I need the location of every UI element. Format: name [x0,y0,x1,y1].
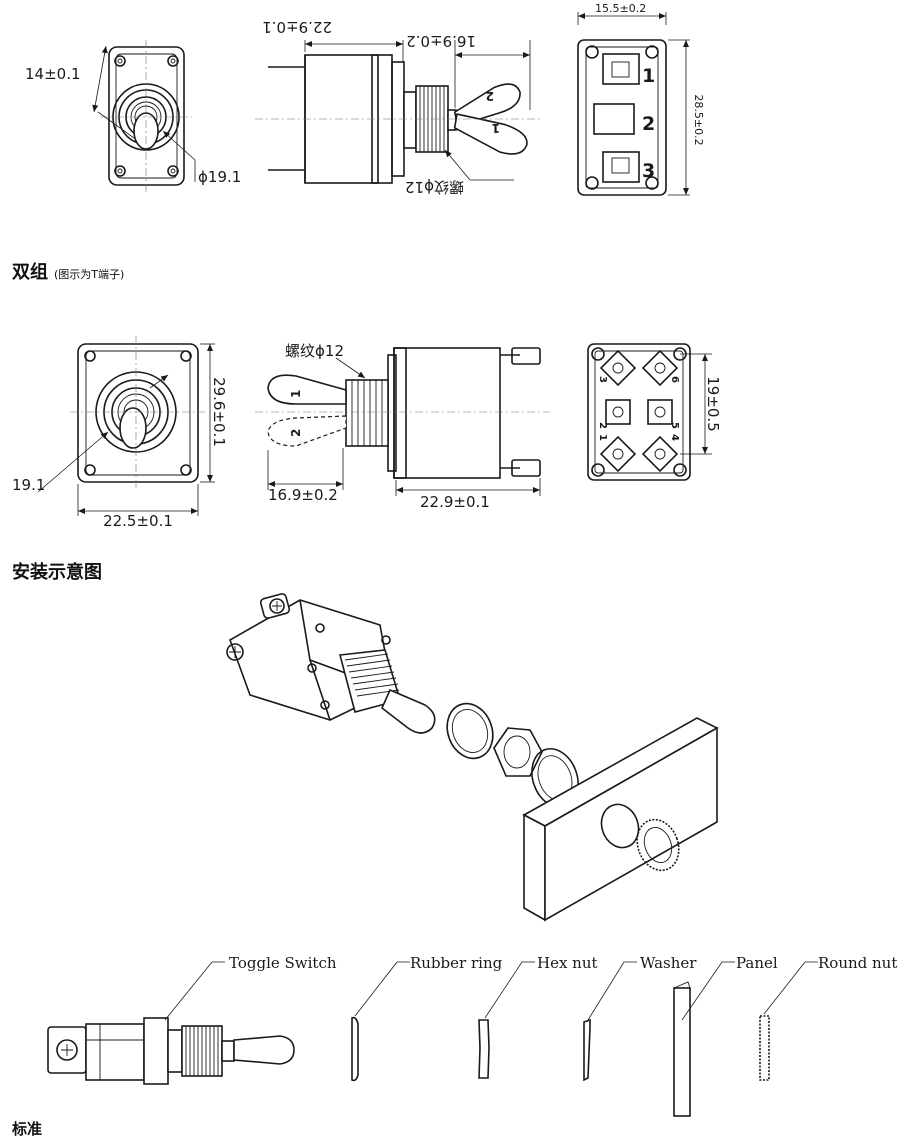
round-nut-icon [636,818,680,872]
screw-icon [585,45,659,190]
part-label-round-nut: Round nut [818,954,897,972]
part-label-hex-nut: Hex nut [537,954,598,972]
screw-icon [591,347,687,477]
thread-label: 螺纹ϕ12 [405,178,464,196]
lever-label: 2 [289,429,303,437]
dim-width: 14±0.1 [25,65,81,83]
dim-back-height: 28.5±0.2 [692,94,705,145]
pin-label: 1 [597,434,608,441]
rubber-ring-icon [446,702,494,760]
pin-label: 1 [642,65,655,87]
screw-icon [84,350,192,476]
part-label-panel: Panel [736,954,778,972]
dim-body-length: 22.9±0.1 [420,493,490,511]
panel-part [673,981,691,1117]
screw-icon [114,55,179,177]
dim-thread-dia: ϕ19.1 [198,168,241,186]
single-front-view: 14±0.1 ϕ19.1 [25,40,241,192]
dim-width: 22.5±0.1 [103,512,173,530]
rubber-ring-part [351,1016,359,1082]
double-back-view: 3 6 2 5 1 4 19±0.5 [587,343,722,481]
section-title-install: 安装示意图 [12,562,102,583]
lever-label: 1 [492,121,500,135]
screw-icon [226,598,285,661]
dim-lever-length: 16.9±0.2 [406,32,476,50]
dim-back-width: 15.5±0.2 [595,2,646,15]
section-note: (图示为T端子) [54,268,125,281]
thread-icon [345,379,389,447]
single-side-view: 2 1 22.9±0.1 16.9±0.2 螺纹ϕ12 [255,18,540,196]
dim-body-length: 22.9±0.1 [262,18,332,36]
section-title-double: 双组(图示为T端子) [12,262,125,283]
install-diagram [226,593,719,922]
part-label-toggle-switch: Toggle Switch [229,954,337,972]
hex-nut-icon [493,727,543,777]
part-label-washer: Washer [640,954,697,972]
pin-label: 4 [669,434,680,441]
thread-label: 螺纹ϕ12 [285,342,344,360]
dim-height: 29.6±0.1 [210,377,228,447]
toggle-switch-part [47,1017,295,1085]
screw-icon [56,1039,78,1061]
double-front-view: 19.1 29.6±0.1 22.5±0.1 [12,336,228,530]
hex-nut-part [478,1019,490,1079]
lever-label: 1 [289,390,303,398]
panel-icon [522,717,719,922]
dim-lever-length: 16.9±0.2 [268,486,338,504]
parts-diagram: Toggle Switch Rubber ring Hex nut Washer… [47,954,897,1117]
pin-label: 2 [597,422,608,429]
dim-thread-dia: 19.1 [12,476,45,494]
pin-label: 5 [669,422,680,429]
pin-label: 6 [669,376,680,383]
round-nut-part [759,1015,770,1081]
dim-pin-spacing: 19±0.5 [704,376,722,432]
double-side-view: 1 2 螺纹ϕ12 16.9±0.2 22.9±0.1 [255,342,550,511]
part-label-rubber-ring: Rubber ring [410,954,503,972]
pin-label: 3 [642,160,655,182]
single-back-view: 1 2 3 15.5±0.2 28.5±0.2 [577,2,705,196]
thread-icon [181,1025,223,1077]
washer-part [583,1018,591,1082]
lever-label: 2 [486,89,494,103]
pin-label: 3 [597,376,608,383]
pin-label: 2 [642,113,655,135]
